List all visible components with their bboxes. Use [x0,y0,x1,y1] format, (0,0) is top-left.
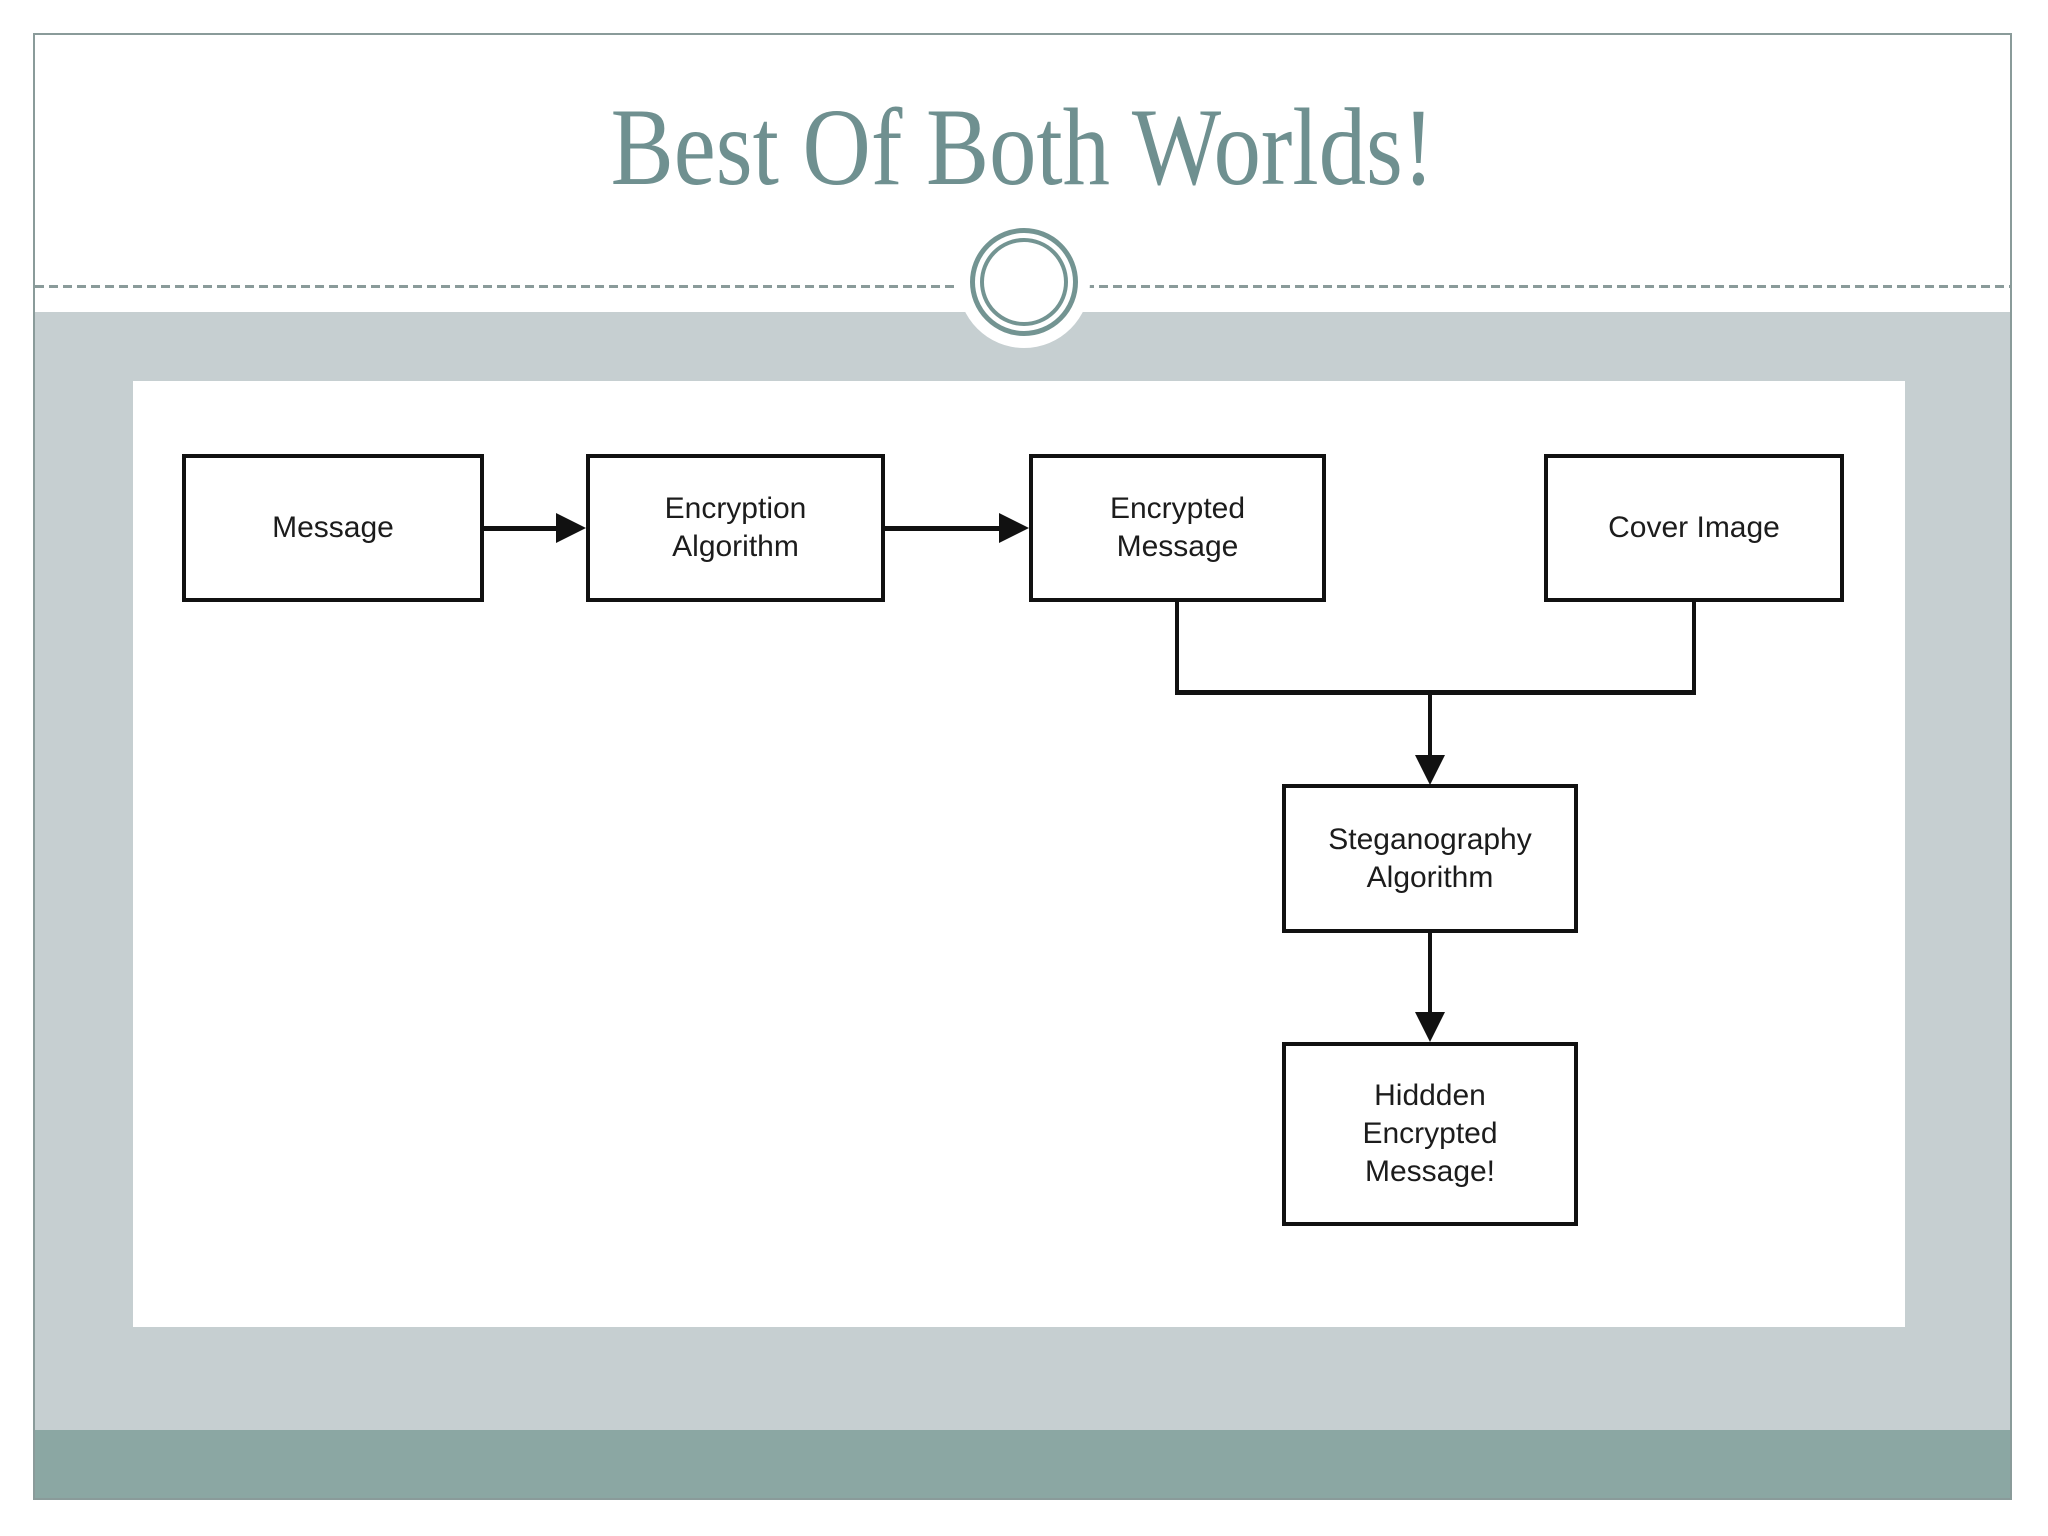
edge-encryption-to-encrypted-line [885,526,1001,531]
edge-merge-to-steganography-arrowhead-icon [1415,755,1445,785]
divider-circle-inner-ring [980,238,1068,326]
edge-message-to-encryption-line [484,526,558,531]
node-steganography-algorithm-label: Steganography Algorithm [1328,822,1532,894]
node-encrypted-message: Encrypted Message [1029,454,1326,602]
edge-encryption-to-encrypted-arrowhead-icon [999,513,1029,543]
edge-steganography-to-hidden-line [1428,933,1432,1013]
edge-merge-horizontal-line [1175,690,1696,695]
edge-message-to-encryption-arrowhead-icon [556,513,586,543]
node-message: Message [182,454,484,602]
node-encrypted-message-label: Encrypted Message [1109,492,1246,563]
node-hidden-encrypted-message: Hiddden Encrypted Message! [1282,1042,1578,1226]
footer-accent-bar [35,1430,2010,1499]
edge-encrypted-message-down-line [1175,602,1179,694]
edge-cover-image-down-line [1692,602,1696,694]
node-steganography-algorithm: Steganography Algorithm [1282,784,1578,933]
node-encryption-algorithm-label: Encryption Algorithm [664,492,807,563]
slide-title: Best Of Both Worlds! [610,86,1435,208]
node-message-label: Message [272,511,394,544]
edge-merge-to-steganography-line [1428,690,1432,756]
node-cover-image: Cover Image [1544,454,1844,602]
node-cover-image-label: Cover Image [1608,511,1780,544]
node-hidden-encrypted-message-label: Hiddden Encrypted Message! [1362,1079,1498,1188]
node-encryption-algorithm: Encryption Algorithm [586,454,885,602]
edge-steganography-to-hidden-arrowhead-icon [1415,1012,1445,1042]
